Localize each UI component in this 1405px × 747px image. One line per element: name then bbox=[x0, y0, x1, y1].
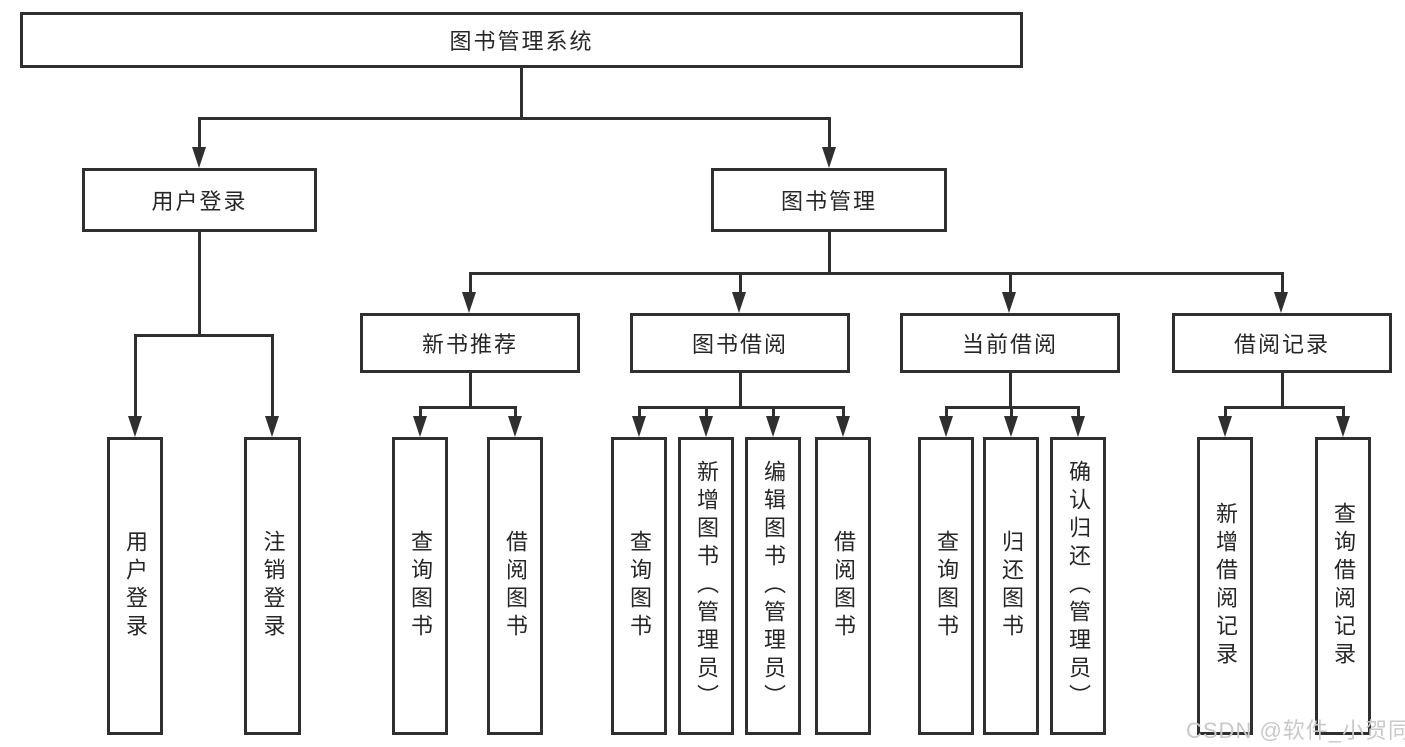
edge-stub bbox=[514, 406, 517, 418]
arrow-down-book-borrow bbox=[732, 292, 746, 313]
leaf-add-books-admin: 新增图书（管理员） bbox=[678, 437, 734, 735]
edge-root-stem bbox=[520, 68, 523, 118]
edge-borrow-records-stem bbox=[1281, 373, 1284, 409]
arrow-down-leaf bbox=[1071, 416, 1085, 437]
edge-to-user-login bbox=[198, 117, 201, 150]
edge-stub bbox=[945, 406, 948, 418]
edge-stub bbox=[842, 406, 845, 418]
leaf-user-login: 用户登录 bbox=[107, 437, 163, 735]
edge-stub bbox=[1224, 406, 1227, 418]
edge-book-mgmt-stem bbox=[828, 232, 831, 275]
arrow-down-leaf bbox=[632, 416, 646, 437]
edge-to-book-mgmt bbox=[828, 117, 831, 150]
arrow-down-leaf bbox=[1004, 416, 1018, 437]
edge-book-borrow-span bbox=[638, 406, 845, 409]
edge-stub bbox=[1342, 406, 1345, 418]
arrow-down-user-login bbox=[192, 147, 206, 168]
edge-new-book-span bbox=[419, 406, 517, 409]
arrow-down-leaf bbox=[836, 416, 850, 437]
leaf-query-borrow-record: 查询借阅记录 bbox=[1315, 437, 1371, 735]
edge-stub bbox=[1077, 406, 1080, 418]
csdn-watermark: CSDN @软件_小贺同学 bbox=[1186, 718, 1405, 743]
arrow-down-leaf-logout bbox=[265, 416, 279, 437]
leaf-borrow-books: 借阅图书 bbox=[815, 437, 871, 735]
edge-book-mgmt-span bbox=[469, 272, 1284, 275]
edge-current-borrow-stem bbox=[1009, 373, 1012, 409]
leaf-borrow-books-recommend: 借阅图书 bbox=[487, 437, 543, 735]
leaf-logout: 注销登录 bbox=[244, 437, 301, 735]
edge-to-borrow-records bbox=[1281, 272, 1284, 294]
arrow-down-leaf bbox=[1218, 416, 1232, 437]
leaf-edit-books-admin: 编辑图书（管理员） bbox=[745, 437, 801, 735]
arrow-down-new-book bbox=[462, 292, 476, 313]
arrow-down-leaf bbox=[766, 416, 780, 437]
leaf-query-books-current: 查询图书 bbox=[918, 437, 974, 735]
edge-stub bbox=[1010, 406, 1013, 418]
node-borrow-records: 借阅记录 bbox=[1172, 313, 1392, 373]
arrow-down-leaf bbox=[939, 416, 953, 437]
node-new-book-recommend: 新书推荐 bbox=[360, 313, 580, 373]
edge-to-book-borrow bbox=[739, 272, 742, 294]
arrow-down-current-borrow bbox=[1002, 292, 1016, 313]
node-book-mgmt: 图书管理 bbox=[711, 168, 947, 232]
edge-book-borrow-stem bbox=[739, 373, 742, 409]
leaf-query-books-recommend: 查询图书 bbox=[392, 437, 448, 735]
edge-user-login-span bbox=[134, 334, 274, 337]
node-current-borrow: 当前借阅 bbox=[900, 313, 1120, 373]
edge-stub bbox=[705, 406, 708, 418]
leaf-query-books-borrow: 查询图书 bbox=[611, 437, 667, 735]
arrow-down-leaf bbox=[508, 416, 522, 437]
edge-borrow-records-span bbox=[1224, 406, 1345, 409]
edge-user-login-stem bbox=[198, 232, 201, 337]
node-user-login: 用户登录 bbox=[82, 168, 317, 232]
edge-to-current-borrow bbox=[1009, 272, 1012, 294]
leaf-confirm-return-admin: 确认归还（管理员） bbox=[1050, 437, 1106, 735]
node-book-borrow: 图书借阅 bbox=[630, 313, 850, 373]
edge-to-new-book bbox=[469, 272, 472, 294]
leaf-return-books: 归还图书 bbox=[983, 437, 1039, 735]
arrow-down-leaf bbox=[699, 416, 713, 437]
leaf-add-borrow-record: 新增借阅记录 bbox=[1197, 437, 1253, 735]
arrow-down-book-mgmt bbox=[822, 147, 836, 168]
arrow-down-leaf bbox=[413, 416, 427, 437]
arrow-down-leaf bbox=[1336, 416, 1350, 437]
edge-stub bbox=[638, 406, 641, 418]
edge-stub bbox=[772, 406, 775, 418]
node-root-system: 图书管理系统 bbox=[20, 12, 1023, 68]
arrow-down-borrow-records bbox=[1274, 292, 1288, 313]
edge-to-leaf-login bbox=[134, 334, 137, 420]
edge-new-book-stem bbox=[469, 373, 472, 409]
edge-to-leaf-logout bbox=[271, 334, 274, 420]
arrow-down-leaf-login bbox=[128, 416, 142, 437]
edge-root-span bbox=[198, 117, 831, 120]
edge-stub bbox=[419, 406, 422, 418]
